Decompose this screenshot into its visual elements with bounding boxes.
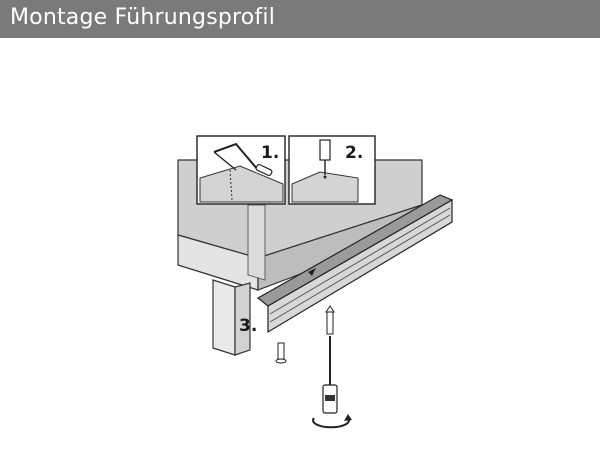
- drill-icon: [319, 139, 331, 179]
- saw-icon: [213, 142, 273, 177]
- rotation-arrow-icon: [312, 414, 352, 429]
- screw-icon: [275, 342, 287, 364]
- page-title: Montage Führungsprofil: [10, 5, 276, 30]
- header-bar: Montage Führungsprofil: [0, 0, 600, 38]
- step-3-area: 3.: [239, 305, 352, 429]
- screw-icon: [325, 305, 335, 335]
- guide-profile-rail: [256, 194, 454, 334]
- step-3-label: 3.: [239, 316, 257, 336]
- step-1-panel: 1.: [196, 135, 286, 205]
- screwdriver-icon: [322, 336, 338, 414]
- step-1-label: 1.: [261, 143, 279, 163]
- step-2-panel: 2.: [288, 135, 376, 205]
- step-2-label: 2.: [345, 143, 363, 163]
